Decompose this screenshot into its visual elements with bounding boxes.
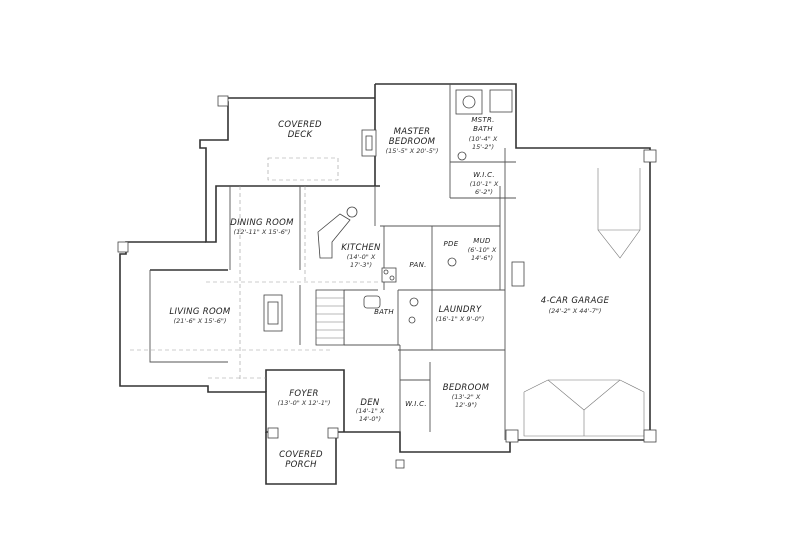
- wic-master-dim-1: (10'-1" X: [470, 180, 499, 188]
- master-bedroom-label-2: BEDROOM: [389, 137, 436, 147]
- mstr-bath-dim-1: (10'-4" X: [469, 135, 498, 143]
- covered-porch-label-1: COVERED: [279, 450, 323, 460]
- dining-room-dim: (12'-11" X 15'-6"): [234, 228, 291, 236]
- interior-walls: [229, 84, 516, 440]
- ceiling-lines: [130, 186, 380, 380]
- room-label-mud: MUD (6'-10" X 14'-6"): [468, 237, 497, 262]
- den-label: DEN: [360, 398, 380, 408]
- laundry-dim: (16'-1" X 9'-0"): [436, 315, 485, 323]
- kitchen-dim-1: (14'-0" X: [347, 253, 376, 261]
- wic-master-dim-2: 6'-2"): [475, 188, 493, 196]
- pantry-label: PAN.: [409, 261, 426, 269]
- mud-dim-2: 14'-6"): [471, 254, 493, 262]
- bedroom-dim-2: 12'-9"): [455, 401, 477, 409]
- room-label-laundry: LAUNDRY (16'-1" X 9'-0"): [436, 305, 485, 323]
- kitchen-dim-2: 17'-3"): [350, 261, 372, 269]
- room-label-kitchen: KITCHEN (14'-0" X 17'-3"): [341, 243, 381, 269]
- bath-label: BATH: [374, 308, 394, 316]
- room-label-wic-master: W.I.C. (10'-1" X 6'-2"): [470, 171, 499, 196]
- room-label-foyer: FOYER (13'-0" X 12'-1"): [278, 389, 331, 407]
- master-bedroom-label-1: MASTER: [394, 127, 431, 137]
- fixtures: [117, 89, 657, 469]
- kitchen-label: KITCHEN: [341, 243, 381, 253]
- mstr-bath-label-1: MSTR.: [471, 116, 494, 124]
- room-label-covered-deck: COVERED DECK: [278, 120, 322, 140]
- covered-deck-label-2: DECK: [288, 130, 314, 140]
- bedroom-dim-1: (13'-2" X: [452, 393, 481, 401]
- room-label-dining-room: DINING ROOM (12'-11" X 15'-6"): [230, 218, 294, 236]
- wic-master-label: W.I.C.: [473, 171, 495, 179]
- pde-label: PDE: [444, 240, 459, 248]
- staircase: [315, 289, 345, 346]
- room-label-master-bedroom: MASTER BEDROOM (15'-5" X 20'-5"): [386, 127, 439, 155]
- exterior-walls: [119, 83, 651, 485]
- living-room-label: LIVING ROOM: [169, 307, 230, 317]
- den-dim-2: 14'-0"): [359, 415, 381, 423]
- room-label-bedroom: BEDROOM (13'-2" X 12'-9"): [443, 383, 490, 409]
- room-label-mstr-bath: MSTR. BATH (10'-4" X 15'-2"): [469, 116, 498, 151]
- mstr-bath-label-2: BATH: [473, 125, 493, 133]
- foyer-dim: (13'-0" X 12'-1"): [278, 399, 331, 407]
- bedroom-label: BEDROOM: [443, 383, 490, 393]
- mstr-bath-dim-2: 15'-2"): [472, 143, 494, 151]
- living-room-dim: (21'-6" X 15'-6"): [174, 317, 227, 325]
- master-bedroom-dim: (15'-5" X 20'-5"): [386, 147, 439, 155]
- room-label-living-room: LIVING ROOM (21'-6" X 15'-6"): [169, 307, 230, 325]
- garage-label: 4-CAR GARAGE: [541, 296, 610, 306]
- garage-dim: (24'-2" X 44'-7"): [549, 307, 602, 315]
- covered-porch-label-2: PORCH: [285, 460, 317, 470]
- den-dim-1: (14'-1" X: [356, 407, 385, 415]
- mud-dim-1: (6'-10" X: [468, 246, 497, 254]
- laundry-label: LAUNDRY: [439, 305, 482, 315]
- room-label-den: DEN (14'-1" X 14'-0"): [356, 398, 385, 423]
- covered-deck-label-1: COVERED: [278, 120, 322, 130]
- wic-small-label: W.I.C.: [405, 400, 427, 408]
- garage-roof-lines: [511, 168, 645, 437]
- room-label-covered-porch: COVERED PORCH: [279, 450, 323, 470]
- room-label-garage: 4-CAR GARAGE (24'-2" X 44'-7"): [541, 296, 610, 315]
- dining-room-label: DINING ROOM: [230, 218, 294, 228]
- foyer-label: FOYER: [289, 389, 319, 399]
- mud-label: MUD: [473, 237, 491, 245]
